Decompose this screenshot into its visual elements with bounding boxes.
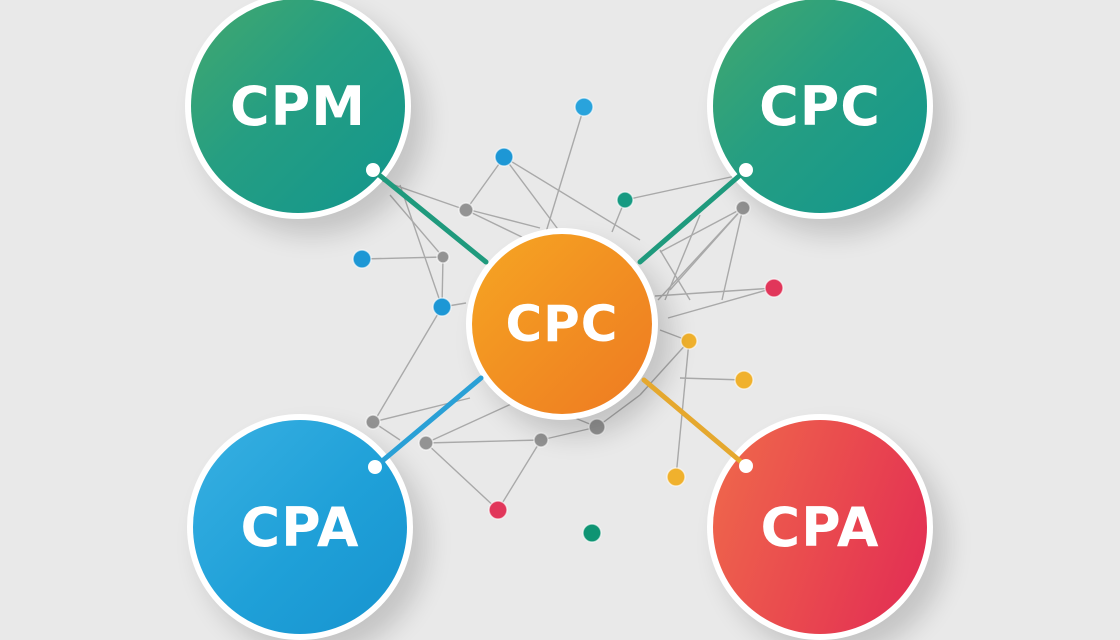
hub-top-right-cpc: CPC [707,0,933,219]
hub-fill: CPM [191,0,405,213]
network-edge [596,394,641,428]
network-edge [374,306,443,421]
hub-label-cpa-blue: CPA [240,495,360,559]
network-node [588,418,606,436]
network-edge [540,426,598,441]
network-edge [669,207,744,291]
hub-label-cpm: CPM [230,74,366,138]
hub-label-cpc: CPC [759,74,881,138]
hub-top-left-cpm: CPM [185,0,411,219]
hub-fill: CPC [713,0,927,213]
network-node [494,147,514,167]
network-edge [659,207,744,253]
network-node [352,249,372,269]
network-node [432,297,452,317]
network-edge [379,179,467,211]
network-node [666,467,686,487]
network-edge [675,340,690,478]
network-edge [465,156,505,211]
network-edge [667,287,775,319]
network-edge [503,156,561,233]
network-node [582,523,602,543]
network-node [764,278,784,298]
hub-label-center-cpc: CPC [505,295,619,353]
network-edge [721,207,744,301]
network-node [436,250,450,264]
network-node [734,370,754,390]
network-edge [425,439,542,444]
network-edge [372,397,471,423]
network-node [680,332,698,350]
network-node [488,500,508,520]
network-node [365,414,381,430]
network-edge [425,442,499,511]
network-edge [497,439,542,511]
network-node [533,432,549,448]
network-edge [654,287,775,297]
network-edge [425,399,521,444]
network-edge [624,174,741,201]
network-edge [465,209,529,241]
network-edge [361,256,444,260]
network-edge [389,194,444,258]
hub-bottom-right-cpa: CPA [707,414,933,640]
network-node [735,200,751,216]
network-node [418,435,434,451]
network-node [574,97,594,117]
hub-label-cpa-red: CPA [760,495,880,559]
network-edge [503,156,641,241]
network-edge [469,209,541,229]
network-edge [399,184,443,308]
hub-fill: CPA [713,420,927,634]
hub-fill: CPA [193,420,407,634]
network-node [616,191,634,209]
network-edge [545,106,585,233]
network-node [458,202,474,218]
hub-fill: CPC [472,234,652,414]
hub-center-cpc: CPC [466,228,658,420]
hub-bottom-left-cpa: CPA [187,414,413,640]
